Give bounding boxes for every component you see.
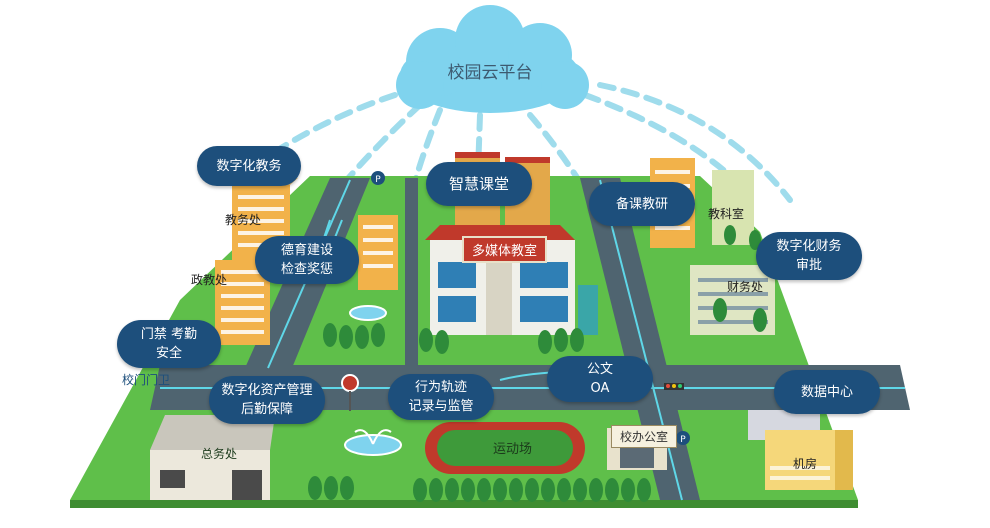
bubble-moral-education: 德育建设 检查奖惩 [255,236,359,284]
label-principal-office: 校办公室 [611,425,678,448]
bubble-text-line2: 检查奖惩 [280,262,333,277]
bubble-text-line1: 行为轨迹 [414,380,467,395]
trees [308,225,767,502]
bubble-text-line2: 后勤保障 [240,402,293,417]
label-school-gate: 校门门卫 [122,373,171,387]
bubble-document-oa: 公文 OA [547,356,653,402]
bubble-smart-classroom: 智慧课堂 [426,162,532,206]
parking-icon: P P [371,171,690,445]
bubble-gate-attendance: 门禁 考勤 安全 [117,320,221,368]
svg-text:P: P [680,435,686,445]
label-general-affairs: 总务处 [201,447,238,461]
bubble-text-line1: 数字化财务 [776,239,842,254]
cloud-icon [396,5,589,113]
label-machine-room: 机房 [793,457,818,471]
bubble-text-line2: 记录与监管 [408,399,474,414]
building-machine-room [748,410,853,490]
bubble-digital-academic: 数字化教务 [197,146,301,186]
svg-text:P: P [375,175,381,185]
bubble-text-line2: 安全 [155,346,182,361]
bubble-text-line1: 公文 [586,362,613,377]
label-academic-office: 教务处 [225,213,262,227]
bubble-text: 备课教研 [615,196,668,212]
bubble-digital-finance: 数字化财务 审批 [756,232,862,280]
label-sports-field: 运动场 [493,442,533,457]
bubble-text-line2: OA [590,381,610,396]
bubble-lesson-prep: 备课教研 [589,182,695,226]
label-multimedia-classroom: 多媒体教室 [462,236,548,263]
bubble-text: 数字化教务 [216,158,282,174]
bubble-text: 智慧课堂 [448,174,509,193]
bubble-text-line1: 德育建设 [280,243,333,258]
cloud-platform-title: 校园云平台 [447,63,533,83]
label-research-office: 教科室 [708,207,745,221]
bubble-text-line2: 审批 [795,258,822,273]
bubble-data-center: 数据中心 [774,370,880,414]
label-finance-office: 财务处 [727,280,764,294]
building-political-office [215,260,270,345]
bubble-behavior-tracking: 行为轨迹 记录与监管 [388,374,494,420]
fountain-icon [344,305,402,456]
building-center-left [358,215,398,290]
bubble-text-line1: 数字化资产管理 [221,383,313,398]
stop-sign-icon [341,374,359,411]
bubble-text: 数据中心 [800,384,853,400]
bubble-text-line1: 门禁 考勤 [140,327,198,342]
label-political-office: 政教处 [191,273,228,287]
traffic-light-icon [664,383,684,390]
bubble-asset-management: 数字化资产管理 后勤保障 [209,376,325,424]
sports-field [425,422,585,474]
